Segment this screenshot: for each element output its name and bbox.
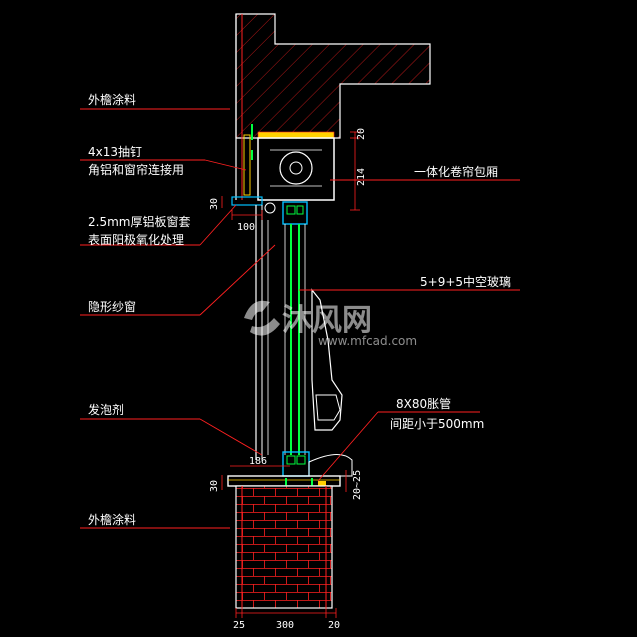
label-glass: 5+9+5中空玻璃 — [420, 274, 511, 289]
watermark: 沐风网 www.mfcad.com — [244, 300, 417, 348]
leader-lines — [80, 108, 520, 529]
label-foam: 发泡剂 — [88, 402, 124, 417]
label-sleeve-2: 表面阳极氧化处理 — [88, 233, 184, 247]
label-exterior-coating-top: 外檐涂料 — [88, 92, 136, 107]
label-exterior-coating-bottom: 外檐涂料 — [88, 512, 136, 527]
lower-frame-profile — [282, 451, 353, 477]
insulation-strip — [257, 131, 335, 139]
label-roller-box: 一体化卷帘包厢 — [414, 164, 498, 179]
upper-frame-profile — [264, 201, 308, 225]
dim-offset-186: 186 — [249, 456, 267, 467]
label-hidden-screen: 隐形纱窗 — [88, 300, 136, 314]
label-sleeve-1: 2.5mm厚铝板窗套 — [88, 214, 190, 229]
interior-handle — [311, 288, 343, 431]
aluminium-sleeve-top — [231, 196, 263, 206]
label-anchor-2: 间距小于500mm — [390, 417, 484, 431]
brick-wall — [235, 485, 333, 609]
rivet-angle — [243, 124, 253, 196]
watermark-url: www.mfcad.com — [318, 334, 417, 348]
dim-bottom-20: 20 — [328, 620, 340, 631]
dim-right-20-25: 20~25 — [352, 470, 363, 500]
dim-left-30-top: 30 — [209, 198, 220, 210]
roller-shutter-box — [257, 137, 335, 201]
watermark-brand: 沐风网 — [282, 303, 372, 338]
dim-left-30-bottom: 30 — [209, 480, 220, 492]
dim-bottom-300: 300 — [276, 620, 294, 631]
watermark-logo-icon — [244, 300, 280, 336]
dim-top-214: 214 — [356, 168, 367, 186]
dim-offset-100: 100 — [237, 222, 255, 233]
label-anchor-1: 8X80胀管 — [396, 396, 451, 411]
label-rivet-2: 角铝和窗帘连接用 — [88, 162, 184, 177]
label-rivet-1: 4x13抽钉 — [88, 145, 142, 159]
insulating-glass — [284, 224, 306, 455]
dim-top-20: 20 — [356, 128, 367, 140]
concrete-lintel — [235, 13, 431, 200]
dim-bottom-25: 25 — [233, 620, 245, 631]
dimension-lines — [221, 131, 360, 618]
